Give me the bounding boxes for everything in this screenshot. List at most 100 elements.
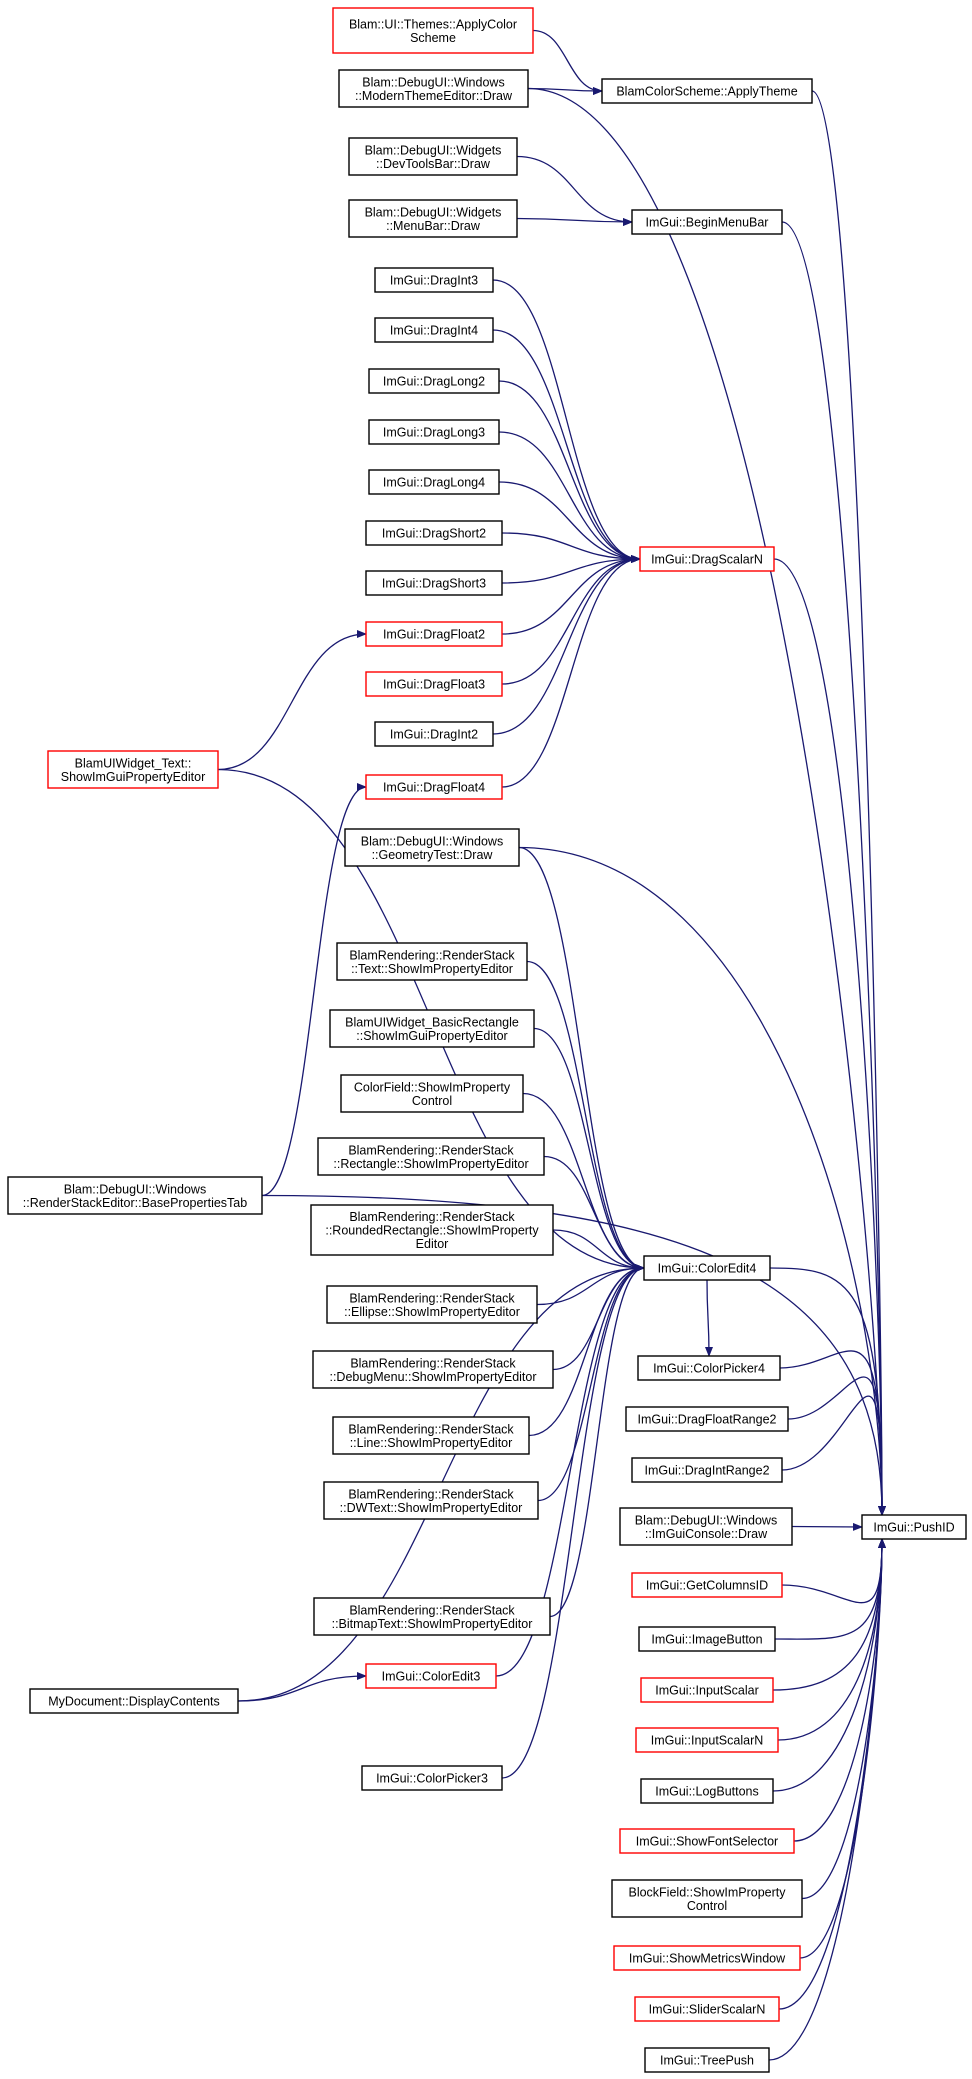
node-draglong2[interactable]: ImGui::DragLong2 xyxy=(368,368,500,394)
node-menubar[interactable]: Blam::DebugUI::Widgets::MenuBar::Draw xyxy=(348,199,518,238)
node-box[interactable] xyxy=(637,1355,781,1381)
node-box[interactable] xyxy=(312,1350,554,1389)
node-box[interactable] xyxy=(638,1626,776,1652)
node-dragfloatrange2[interactable]: ImGui::DragFloatRange2 xyxy=(625,1406,789,1432)
node-rs-line[interactable]: BlamRendering::RenderStack::Line::ShowIm… xyxy=(332,1416,530,1455)
node-box[interactable] xyxy=(639,546,775,572)
node-box[interactable] xyxy=(368,469,500,495)
node-box[interactable] xyxy=(631,1572,783,1598)
node-colorpicker4[interactable]: ImGui::ColorPicker4 xyxy=(637,1355,781,1381)
node-rs-text[interactable]: BlamRendering::RenderStack::Text::ShowIm… xyxy=(336,942,528,981)
node-box[interactable] xyxy=(338,69,529,108)
node-box[interactable] xyxy=(47,750,219,789)
node-rs-ellipse[interactable]: BlamRendering::RenderStack::Ellipse::Sho… xyxy=(326,1285,538,1324)
node-rsebase[interactable]: Blam::DebugUI::Windows::RenderStackEdito… xyxy=(7,1176,263,1215)
node-box[interactable] xyxy=(365,1663,497,1689)
node-dragshort2[interactable]: ImGui::DragShort2 xyxy=(365,520,503,546)
node-dragfloat4[interactable]: ImGui::DragFloat4 xyxy=(365,774,503,800)
node-box[interactable] xyxy=(631,1457,783,1483)
node-box[interactable] xyxy=(368,419,500,445)
node-devtools[interactable]: Blam::DebugUI::Widgets::DevToolsBar::Dra… xyxy=(348,137,518,176)
node-box[interactable] xyxy=(340,1074,524,1113)
node-box[interactable] xyxy=(332,1416,530,1455)
node-rs-dwtext[interactable]: BlamRendering::RenderStack::DWText::Show… xyxy=(323,1481,539,1520)
node-logbuttons[interactable]: ImGui::LogButtons xyxy=(640,1778,774,1804)
node-box[interactable] xyxy=(613,1945,801,1971)
node-pushid[interactable]: ImGui::PushID xyxy=(861,1514,967,1540)
node-draglong4[interactable]: ImGui::DragLong4 xyxy=(368,469,500,495)
node-dragfloat3[interactable]: ImGui::DragFloat3 xyxy=(365,671,503,697)
node-box[interactable] xyxy=(374,317,494,343)
node-coloredit4[interactable]: ImGui::ColorEdit4 xyxy=(643,1255,771,1281)
node-dragint4[interactable]: ImGui::DragInt4 xyxy=(374,317,494,343)
node-box[interactable] xyxy=(326,1285,538,1324)
node-box[interactable] xyxy=(29,1688,239,1714)
node-rs-rrect[interactable]: BlamRendering::RenderStack::RoundedRecta… xyxy=(310,1204,554,1256)
node-modern[interactable]: Blam::DebugUI::Windows::ModernThemeEdito… xyxy=(338,69,529,108)
node-box[interactable] xyxy=(332,7,534,54)
node-dragshort3[interactable]: ImGui::DragShort3 xyxy=(365,570,503,596)
node-imguiconsole[interactable]: Blam::DebugUI::Windows::ImGuiConsole::Dr… xyxy=(619,1507,793,1546)
node-box[interactable] xyxy=(365,671,503,697)
node-box[interactable] xyxy=(365,774,503,800)
node-colorpicker3[interactable]: ImGui::ColorPicker3 xyxy=(361,1765,503,1791)
node-coloredit3[interactable]: ImGui::ColorEdit3 xyxy=(365,1663,497,1689)
node-box[interactable] xyxy=(861,1514,967,1540)
node-beginmenubar[interactable]: ImGui::BeginMenuBar xyxy=(631,209,783,235)
node-box[interactable] xyxy=(374,267,494,293)
node-dragfloat2[interactable]: ImGui::DragFloat2 xyxy=(365,621,503,647)
node-sliderscalarn[interactable]: ImGui::SliderScalarN xyxy=(634,1996,780,2022)
node-box[interactable] xyxy=(310,1204,554,1256)
node-basicrect[interactable]: BlamUIWidget_BasicRectangle::ShowImGuiPr… xyxy=(329,1009,535,1048)
node-applytheme[interactable]: BlamColorScheme::ApplyTheme xyxy=(601,78,813,104)
node-box[interactable] xyxy=(619,1507,793,1546)
node-getcolumnsid[interactable]: ImGui::GetColumnsID xyxy=(631,1572,783,1598)
node-box[interactable] xyxy=(344,828,520,867)
node-box[interactable] xyxy=(640,1778,774,1804)
node-box[interactable] xyxy=(601,78,813,104)
node-box[interactable] xyxy=(7,1176,263,1215)
node-box[interactable] xyxy=(361,1765,503,1791)
node-box[interactable] xyxy=(329,1009,535,1048)
node-box[interactable] xyxy=(348,137,518,176)
node-box[interactable] xyxy=(611,1879,803,1918)
node-dragintrange2[interactable]: ImGui::DragIntRange2 xyxy=(631,1457,783,1483)
node-box[interactable] xyxy=(368,368,500,394)
node-rs-bitmaptext[interactable]: BlamRendering::RenderStack::BitmapText::… xyxy=(313,1597,551,1636)
node-box[interactable] xyxy=(317,1137,545,1176)
node-box[interactable] xyxy=(634,1996,780,2022)
node-box[interactable] xyxy=(365,621,503,647)
node-draglong3[interactable]: ImGui::DragLong3 xyxy=(368,419,500,445)
node-dragint3[interactable]: ImGui::DragInt3 xyxy=(374,267,494,293)
node-box[interactable] xyxy=(365,570,503,596)
node-box[interactable] xyxy=(336,942,528,981)
node-treepush[interactable]: ImGui::TreePush xyxy=(644,2047,770,2073)
node-showfontselector[interactable]: ImGui::ShowFontSelector xyxy=(619,1828,795,1854)
node-imagebutton[interactable]: ImGui::ImageButton xyxy=(638,1626,776,1652)
node-box[interactable] xyxy=(635,1727,779,1753)
node-rs-rect[interactable]: BlamRendering::RenderStack::Rectangle::S… xyxy=(317,1137,545,1176)
node-showmetrics[interactable]: ImGui::ShowMetricsWindow xyxy=(613,1945,801,1971)
node-box[interactable] xyxy=(644,2047,770,2073)
node-box[interactable] xyxy=(348,199,518,238)
node-box[interactable] xyxy=(313,1597,551,1636)
node-box[interactable] xyxy=(374,721,494,747)
node-blamuitext[interactable]: BlamUIWidget_Text::ShowImGuiPropertyEdit… xyxy=(47,750,219,789)
node-dragint2[interactable]: ImGui::DragInt2 xyxy=(374,721,494,747)
node-geomtest[interactable]: Blam::DebugUI::Windows::GeometryTest::Dr… xyxy=(344,828,520,867)
node-box[interactable] xyxy=(631,209,783,235)
node-box[interactable] xyxy=(643,1255,771,1281)
node-rs-debugmenu[interactable]: BlamRendering::RenderStack::DebugMenu::S… xyxy=(312,1350,554,1389)
node-mydocument[interactable]: MyDocument::DisplayContents xyxy=(29,1688,239,1714)
node-inputscalar[interactable]: ImGui::InputScalar xyxy=(640,1677,774,1703)
node-box[interactable] xyxy=(365,520,503,546)
node-box[interactable] xyxy=(640,1677,774,1703)
node-box[interactable] xyxy=(625,1406,789,1432)
node-inputscalarn[interactable]: ImGui::InputScalarN xyxy=(635,1727,779,1753)
node-box[interactable] xyxy=(619,1828,795,1854)
node-box[interactable] xyxy=(323,1481,539,1520)
node-dragscalarn[interactable]: ImGui::DragScalarN xyxy=(639,546,775,572)
